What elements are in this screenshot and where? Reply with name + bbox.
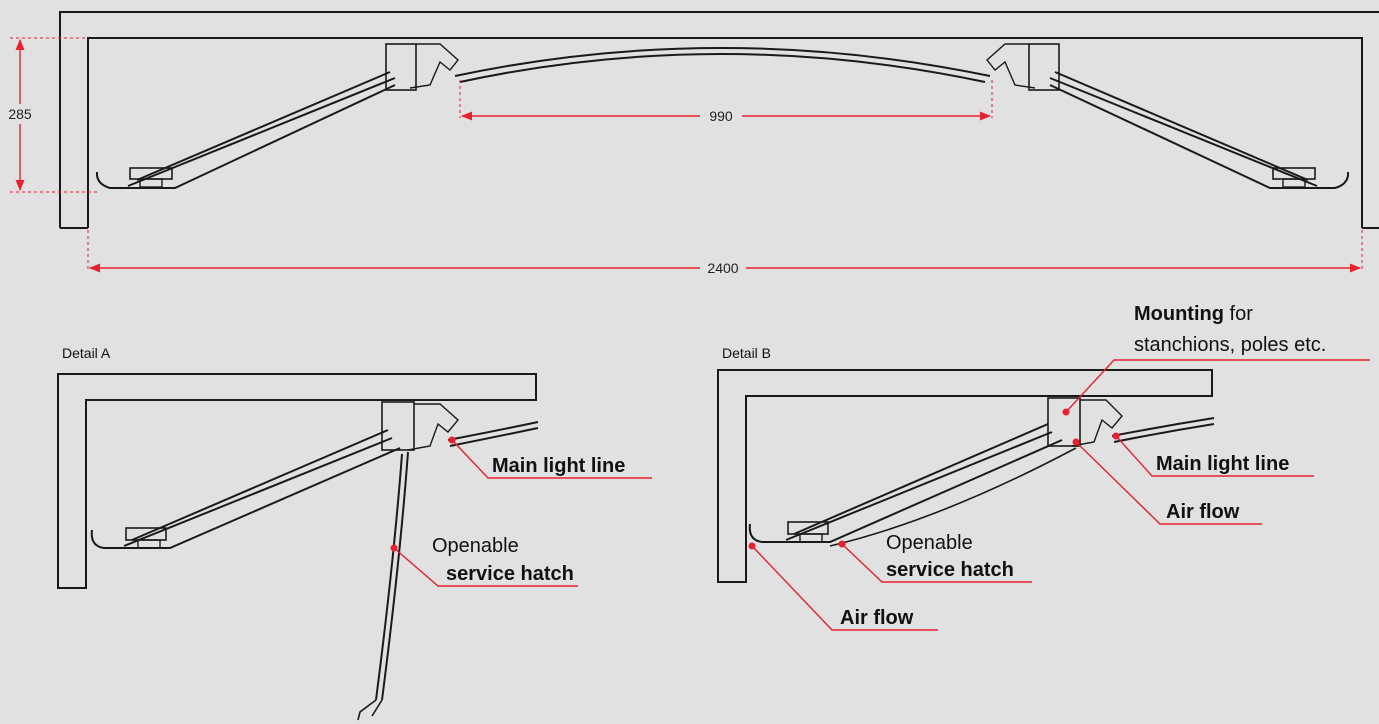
detail-b-mounting-bold: Mounting bbox=[1134, 303, 1224, 325]
detail-b-air-flow-1-label: Air flow bbox=[1166, 501, 1240, 523]
dimension-width-label: 2400 bbox=[707, 260, 738, 276]
detail-b-callout-main-light-line: Main light line bbox=[1112, 432, 1314, 477]
detail-b-drawing bbox=[717, 369, 1215, 583]
detail-a-callout-main-light-line: Main light line bbox=[448, 436, 652, 479]
detail-b-openable-label: Openable bbox=[886, 532, 973, 554]
right-glazing-profile bbox=[986, 43, 1350, 189]
frame-outline bbox=[59, 11, 1379, 229]
detail-a-callout-service-hatch: Openable service hatch bbox=[390, 535, 578, 587]
dimension-opening: 990 bbox=[459, 80, 993, 126]
dimension-opening-label: 990 bbox=[709, 108, 733, 124]
detail-a-main-light-line-label: Main light line bbox=[492, 455, 625, 477]
detail-b-callout-air-flow-1: Air flow bbox=[1072, 438, 1262, 525]
detail-b-service-hatch-label: service hatch bbox=[886, 559, 1014, 581]
detail-a-service-hatch-label: service hatch bbox=[446, 563, 574, 585]
left-glazing-profile bbox=[95, 43, 459, 189]
detail-a-drawing bbox=[57, 373, 539, 721]
center-arch bbox=[454, 47, 991, 83]
detail-b-mounting-label: Mounting for bbox=[1134, 303, 1253, 325]
detail-b-callout-mounting: Mounting for stanchions, poles etc. bbox=[1062, 303, 1370, 416]
dimension-height-label: 285 bbox=[8, 106, 32, 122]
dimension-height: 285 bbox=[2, 37, 98, 193]
dimension-width: 2400 bbox=[87, 230, 1363, 278]
main-section bbox=[59, 11, 1379, 229]
detail-a-openable-label: Openable bbox=[432, 535, 519, 557]
detail-b-title: Detail B bbox=[722, 345, 771, 361]
detail-b-air-flow-2-label: Air flow bbox=[840, 607, 914, 629]
detail-b-callout-service-hatch: Openable service hatch bbox=[838, 532, 1032, 583]
detail-a-title: Detail A bbox=[62, 345, 111, 361]
detail-b-main-light-line-label: Main light line bbox=[1156, 453, 1289, 475]
detail-b-mounting-rest: for bbox=[1224, 303, 1253, 325]
detail-b-mounting-line2: stanchions, poles etc. bbox=[1134, 334, 1326, 356]
detail-b-callout-air-flow-2: Air flow bbox=[748, 542, 938, 631]
